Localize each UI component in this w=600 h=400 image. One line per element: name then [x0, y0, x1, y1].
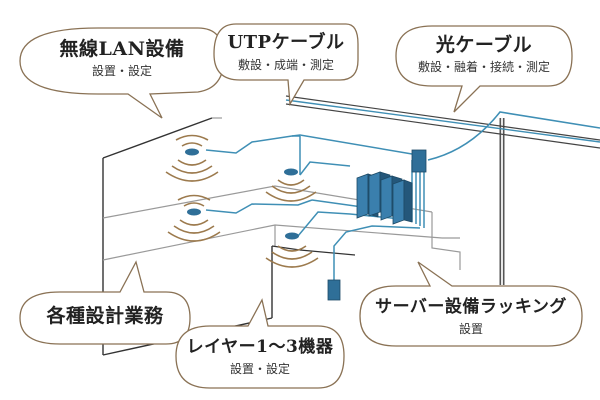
layer-devices-title: レイヤー1〜3機器: [186, 337, 334, 357]
bubble-layer-devices: レイヤー1〜3機器 設置・設定: [182, 336, 338, 377]
fiber-cable-subtitle: 敷設・融着・接続・測定: [417, 60, 550, 74]
bubble-fiber-cable: 光ケーブル 敷設・融着・接続・測定: [404, 34, 564, 75]
network-switch-icon: [411, 149, 427, 173]
bubble-shape-server: [359, 261, 583, 347]
utp-cable-subtitle: 敷設・成端・測定: [237, 58, 334, 72]
wifi-access-point-icon: [265, 168, 317, 202]
bubble-server-racking: サーバー設備ラッキング 設置: [364, 296, 578, 337]
server-racking-title: サーバー設備ラッキング: [375, 297, 567, 317]
bubble-shape-layer: [175, 298, 345, 389]
utp-cable-title: UTPケーブル: [227, 32, 345, 53]
server-rack-icon: [356, 171, 413, 225]
bubble-shape-fiber: [395, 25, 573, 113]
overhead-cable-line: [285, 99, 600, 143]
bubble-utp-cable: UTPケーブル 敷設・成端・測定: [218, 32, 354, 73]
server-racking-subtitle: 設置: [458, 322, 483, 336]
wifi-access-point-icon: [265, 232, 319, 268]
bubble-shape-utp: [213, 23, 359, 107]
bubble-shapes: [19, 23, 583, 389]
building-interior-lines: [271, 245, 356, 256]
fiber-cable-title: 光ケーブル: [435, 34, 533, 56]
bubble-design: 各種設計業務: [26, 305, 184, 327]
fiber-cable-line: [427, 111, 600, 161]
wifi-access-point-icon: [167, 194, 221, 242]
layer-devices-subtitle: 設置・設定: [229, 362, 290, 376]
bubble-wireless-lan: 無線LAN設備 設置・設定: [32, 38, 212, 79]
utility-pole-icon: [285, 95, 600, 285]
wireless-lan-subtitle: 設置・設定: [91, 64, 152, 78]
wifi-access-point-icon: [165, 134, 219, 182]
network-switch-icon: [327, 279, 341, 301]
design-title: 各種設計業務: [46, 305, 164, 327]
bubble-shape-design: [19, 260, 191, 345]
wireless-lan-title: 無線LAN設備: [59, 38, 185, 60]
